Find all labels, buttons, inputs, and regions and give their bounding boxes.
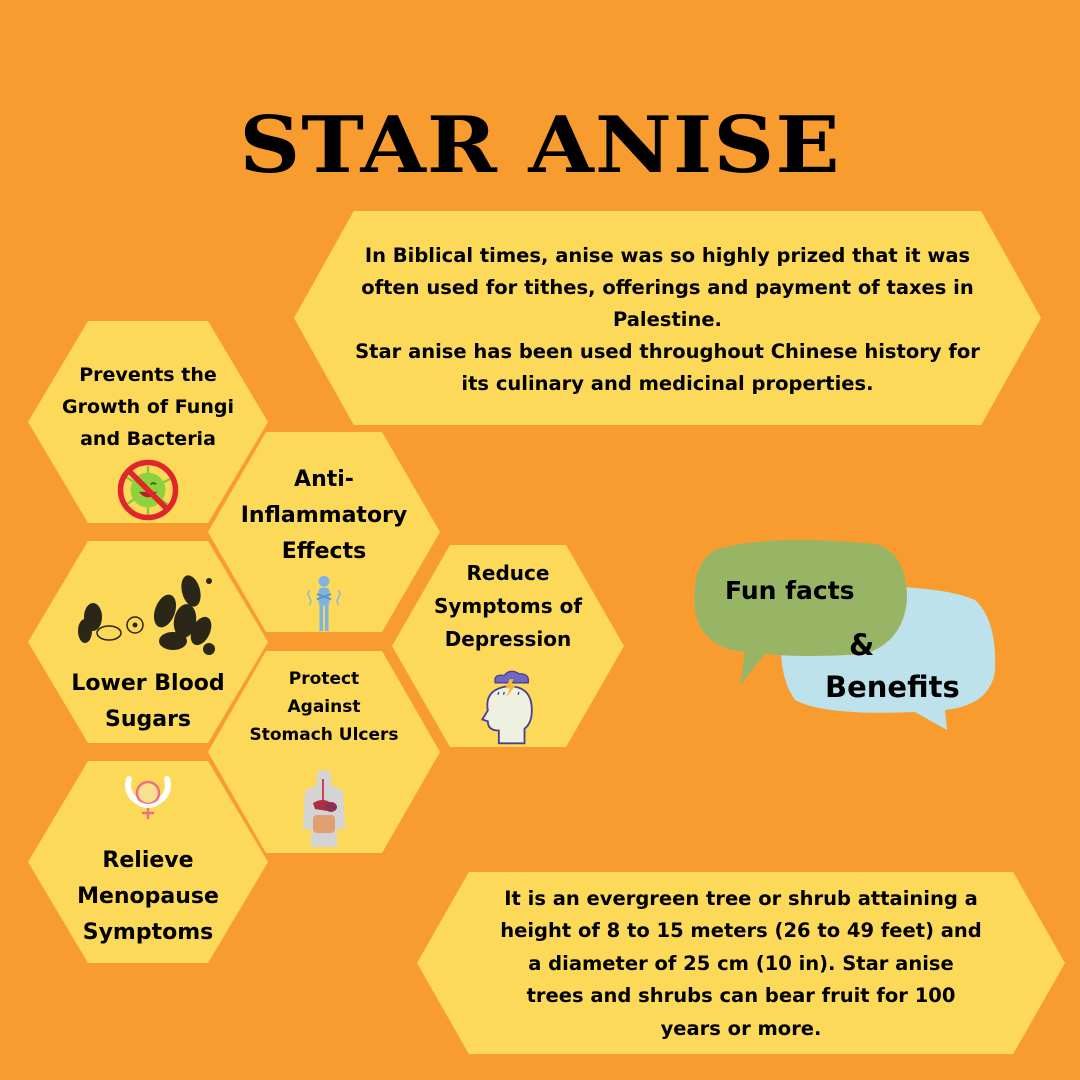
benefit-label: Menopause (77, 884, 219, 909)
fact-line: a diameter of 25 cm (10 in). Star anise (528, 951, 954, 975)
fact-line: its culinary and medicinal properties. (461, 372, 874, 395)
benefit-label: Stomach Ulcers (249, 725, 399, 745)
page-title: STAR ANISE (239, 100, 841, 191)
benefit-label: Prevents the (79, 364, 217, 386)
benefit-label: Symptoms of (433, 594, 583, 618)
fun-facts-badge: Fun facts & Benefits (685, 530, 1005, 730)
benefit-label: Depression (444, 627, 572, 651)
benefit-label: Symptoms (82, 920, 214, 945)
benefit-label: Reduce (466, 561, 550, 585)
benefit-label: Growth of Fungi (62, 396, 234, 418)
blood-cells-icon (78, 575, 215, 655)
female-clock-icon (125, 776, 171, 819)
fact-line: In Biblical times, anise was so highly p… (364, 244, 971, 267)
benefit-label: Against (287, 697, 361, 717)
fact-line: Palestine. (613, 308, 722, 331)
fact-panel-history: In Biblical times, anise was so highly p… (294, 211, 1041, 425)
fact-line: trees and shrubs can bear fruit for 100 (526, 984, 956, 1008)
benefit-label: and Bacteria (80, 428, 216, 450)
benefit-hex-stomach-ulcers: Protect Against Stomach Ulcers (208, 651, 440, 853)
speech-bubbles-icon (694, 540, 996, 730)
benefit-hex-menopause: Relieve Menopause Symptoms (28, 761, 268, 963)
benefit-label: Effects (281, 539, 367, 564)
fact-line: height of 8 to 15 meters (26 to 49 feet)… (500, 919, 982, 943)
fun-facts-label: Fun facts (725, 576, 855, 605)
benefit-label: Protect (288, 669, 360, 689)
fact-line: It is an evergreen tree or shrub attaini… (504, 886, 978, 910)
stormy-head-icon (480, 670, 533, 745)
fact-line: often used for tithes, offerings and pay… (361, 276, 974, 299)
fact-panel-tree: It is an evergreen tree or shrub attaini… (417, 872, 1065, 1054)
benefit-label: Sugars (104, 707, 192, 732)
benefit-label: Lower Blood (71, 671, 225, 696)
benefits-label: Benefits (825, 670, 960, 704)
ampersand-label: & (849, 628, 875, 662)
shivering-person-icon (307, 575, 341, 632)
fact-line: Star anise has been used throughout Chin… (355, 340, 980, 363)
benefit-label: Anti- (294, 467, 354, 492)
benefit-hex-depression: Reduce Symptoms of Depression (392, 545, 624, 747)
no-bacteria-icon (117, 459, 179, 521)
benefit-hex-blood-sugar: Lower Blood Sugars (28, 541, 268, 743)
digestive-system-icon (303, 770, 345, 847)
fact-line: years or more. (660, 1016, 822, 1040)
benefit-label: Relieve (102, 848, 194, 873)
benefit-label: Inflammatory (240, 503, 408, 528)
